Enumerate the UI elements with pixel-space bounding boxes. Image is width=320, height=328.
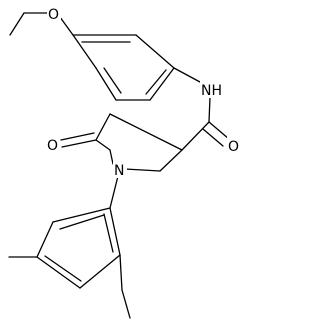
bond-carbonyl-o (208, 121, 230, 140)
amide-linkage (173, 67, 230, 151)
ring-double-bond (59, 214, 105, 230)
dimethylphenyl-ring (8, 175, 131, 319)
atom-label-bg (227, 136, 241, 154)
bond-methyl-right (119, 254, 123, 291)
ether-oxygen-label: O (48, 7, 59, 23)
ring-bond (79, 254, 121, 289)
bond-ketone-o-double (60, 132, 95, 141)
bond-aryl-nh (173, 67, 201, 83)
ketone-oxygen-label: O (47, 138, 58, 154)
bond-ch3-ch2 (9, 12, 25, 36)
bond-ketone-o (61, 139, 97, 148)
bond-methyl-right-tip (121, 289, 131, 319)
ring-bond (95, 139, 111, 151)
ring-bond (36, 256, 81, 289)
ring-nitrogen-label: N (114, 163, 124, 179)
ring-bond (109, 113, 183, 151)
ethoxyphenyl-ring (72, 34, 175, 101)
ring-double-bond (103, 213, 114, 253)
ring-double-bond (103, 67, 122, 94)
atom-labels: O NH O O N (46, 4, 241, 179)
pyrrolidinone-ring (60, 113, 183, 172)
structure-diagram: O NH O O N (8, 4, 241, 319)
ring-bond (109, 207, 121, 256)
ring-bond (52, 207, 111, 223)
ring-bond (36, 221, 54, 258)
amide-oxygen-label: O (228, 139, 239, 155)
atom-label-bg (47, 4, 61, 22)
atom-label-bg (113, 160, 127, 178)
ring-bond (159, 149, 183, 172)
ring-bond (124, 168, 161, 172)
ethoxy-group (9, 12, 74, 36)
molecule-structure: O NH O O N (8, 4, 241, 319)
ring-double-bond (145, 69, 167, 95)
ring-bond (72, 34, 97, 69)
ring-bond (95, 113, 111, 141)
amide-nh-label: NH (201, 83, 222, 99)
bond-n-aryl (109, 175, 119, 209)
atom-label-bg (46, 135, 60, 153)
ring-bond (149, 67, 175, 101)
ring-double-bond (44, 255, 82, 282)
atom-label-bg (200, 80, 224, 98)
bond-carbonyl-o-double (202, 128, 224, 147)
bond-nh-carbonyl (208, 96, 211, 123)
ring-bond (95, 67, 117, 101)
ring-bond (109, 149, 114, 165)
ring-bond (135, 34, 175, 69)
bond-carbonyl-c3 (181, 121, 210, 151)
